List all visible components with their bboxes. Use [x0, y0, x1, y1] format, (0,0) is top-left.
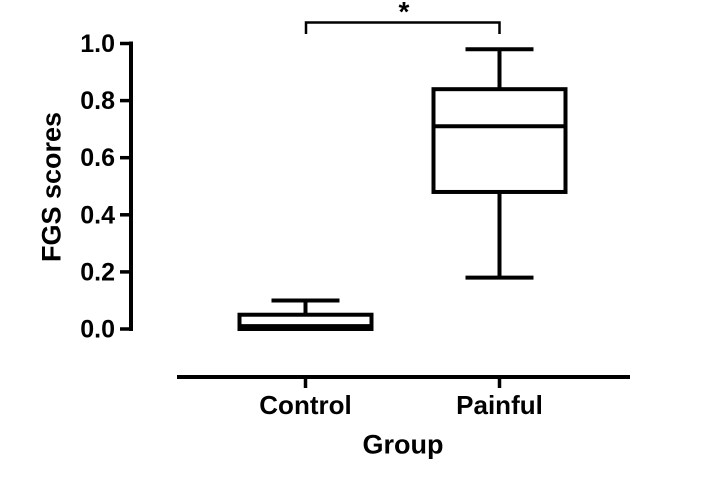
y-tick-label: 0.8 [80, 87, 115, 115]
box-painful [431, 87, 568, 194]
x-axis-title: Group [362, 429, 444, 460]
y-tick-label: 0.0 [80, 316, 115, 344]
significance-bracket [304, 21, 501, 34]
y-tick-label: 0.4 [80, 201, 115, 229]
x-category-label: Painful [456, 390, 543, 420]
y-tick-label: 0.2 [80, 258, 115, 286]
y-tick-label: 0.6 [80, 144, 115, 172]
x-category-label: Control [259, 390, 351, 420]
y-tick-label: 1.0 [80, 30, 115, 58]
significance-asterisk: * [398, 0, 410, 27]
y-axis-title: FGS scores [36, 111, 67, 263]
